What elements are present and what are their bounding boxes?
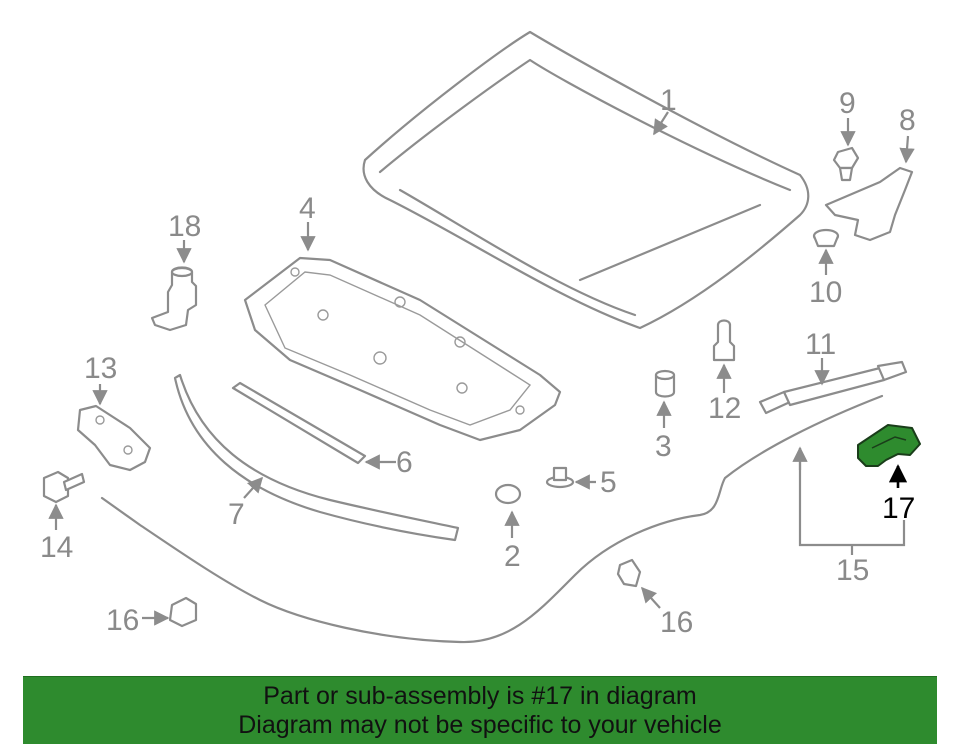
callout-6: 6: [396, 446, 413, 479]
info-banner: Part or sub-assembly is #17 in diagram D…: [23, 676, 937, 744]
callout-16-right: 16: [660, 606, 693, 639]
grommet-part: [812, 228, 840, 248]
callout-14: 14: [40, 531, 73, 564]
clip-part: [712, 319, 736, 362]
callout-13: 13: [84, 352, 117, 385]
cable-clip-part-left: [168, 596, 198, 628]
callout-10: 10: [809, 276, 842, 309]
lock-switch-part: [150, 266, 198, 332]
callout-16-left: 16: [106, 604, 139, 637]
callout-1: 1: [660, 84, 677, 117]
cable-clip-part-right: [616, 558, 642, 588]
callout-12: 12: [708, 392, 741, 425]
hood-part: [362, 30, 810, 330]
callout-3: 3: [655, 430, 672, 463]
callout-17: 17: [882, 492, 915, 525]
callout-4: 4: [299, 192, 316, 225]
hood-support-part: [758, 360, 908, 415]
rubber-cushion-part: [494, 483, 522, 505]
bolt-part: [42, 470, 86, 504]
callout-7: 7: [228, 498, 245, 531]
callout-15: 15: [836, 554, 869, 587]
banner-line-2: Diagram may not be specific to your vehi…: [238, 711, 722, 739]
hinge-bolt-part: [832, 146, 860, 182]
hood-hinge-part: [824, 166, 914, 242]
callout-5: 5: [600, 466, 617, 499]
seal-strip-part: [231, 381, 367, 465]
callout-9: 9: [839, 87, 856, 120]
callout-18: 18: [168, 210, 201, 243]
hood-lock-part: [76, 404, 152, 472]
stopper-part: [545, 466, 575, 489]
banner-line-1: Part or sub-assembly is #17 in diagram: [263, 682, 697, 710]
release-lever-part: [857, 424, 921, 467]
hood-insulator-part: [243, 256, 562, 442]
leader-lines: [48, 111, 915, 626]
callout-11: 11: [805, 328, 836, 361]
cushion-part: [654, 369, 676, 398]
release-cable-part: [100, 394, 884, 644]
callout-2: 2: [504, 540, 521, 573]
hood-seal-part: [173, 373, 460, 542]
callout-8: 8: [899, 104, 916, 137]
